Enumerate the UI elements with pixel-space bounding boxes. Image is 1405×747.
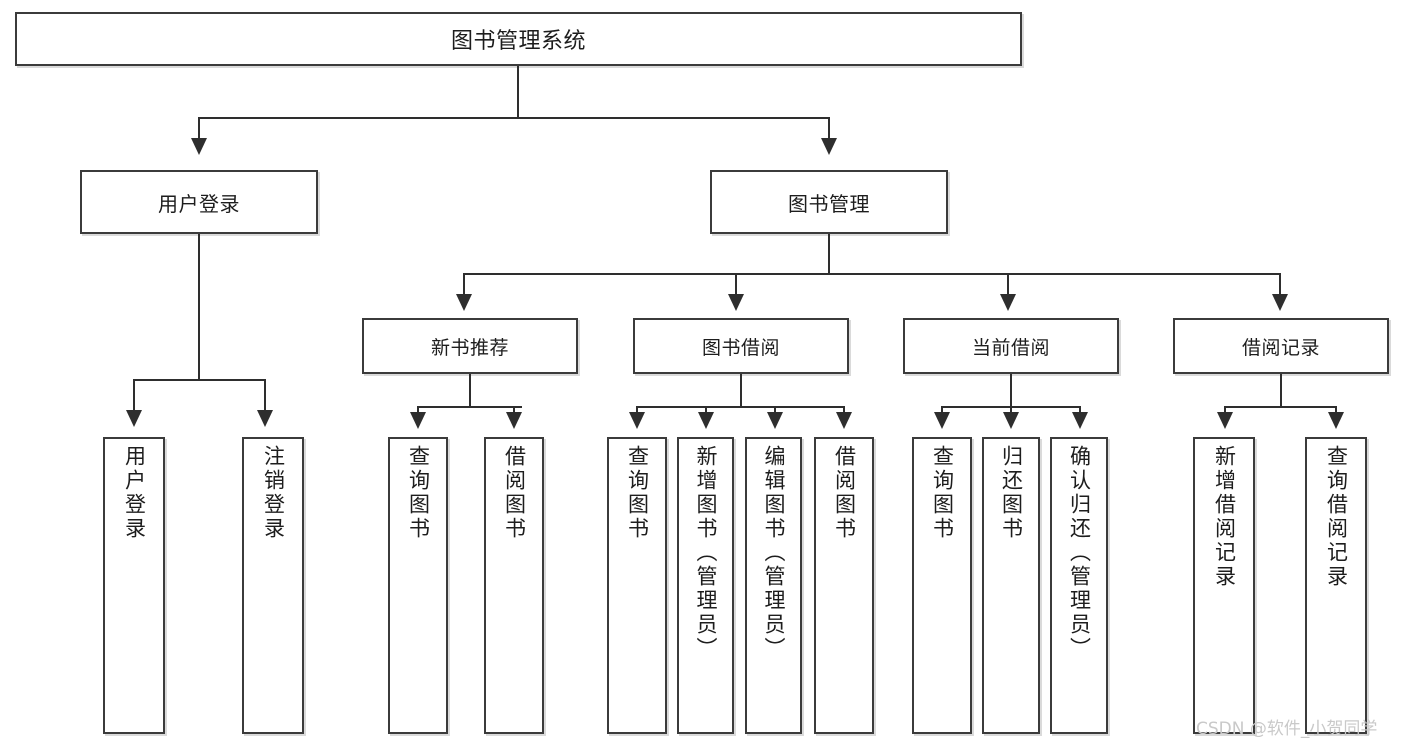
leaf-label: 新增借阅记录 xyxy=(1212,445,1237,589)
arrow-to-user-login xyxy=(191,138,207,155)
leaf-label: 用户登录 xyxy=(122,445,147,541)
node-label: 图书借阅 xyxy=(701,336,780,359)
node-root-book-management-system[interactable]: 图书管理系统 xyxy=(15,12,1022,66)
node-book-borrow[interactable]: 图书借阅 xyxy=(633,318,849,374)
node-current-borrow[interactable]: 当前借阅 xyxy=(903,318,1119,374)
connector-book-manage-stem xyxy=(828,234,830,274)
connector-new-book-bus xyxy=(417,406,522,408)
connector-current-borrow-stem xyxy=(1010,374,1012,407)
arrow-to-leaf-query-book-2 xyxy=(629,412,645,429)
connector-book-manage-drop-2 xyxy=(735,273,737,297)
leaf-label: 查询图书 xyxy=(930,445,955,541)
node-new-book-recommend[interactable]: 新书推荐 xyxy=(362,318,578,374)
leaf-label: 查询图书 xyxy=(406,445,431,541)
node-book-manage[interactable]: 图书管理 xyxy=(710,170,948,234)
connector-book-borrow-bus xyxy=(636,406,845,408)
leaf-query-book-current[interactable]: 查询图书 xyxy=(912,437,972,734)
leaf-borrow-book-borrow[interactable]: 借阅图书 xyxy=(814,437,874,734)
connector-book-borrow-stem xyxy=(740,374,742,407)
arrow-to-leaf-borrow-book-1 xyxy=(506,412,522,429)
leaf-edit-book-admin[interactable]: 编辑图书（管理员） xyxy=(745,437,802,734)
arrow-to-book-manage xyxy=(821,138,837,155)
connector-root-bus xyxy=(198,117,830,119)
leaf-label: 查询借阅记录 xyxy=(1324,445,1349,589)
connector-borrow-record-bus xyxy=(1224,406,1337,408)
arrow-to-leaf-return-book xyxy=(1003,412,1019,429)
leaf-label: 注销登录 xyxy=(261,445,286,541)
arrow-to-book-borrow xyxy=(728,294,744,311)
connector-root-stem xyxy=(517,66,519,118)
connector-book-manage-drop-1 xyxy=(463,273,465,297)
node-user-login[interactable]: 用户登录 xyxy=(80,170,318,234)
leaf-add-book-admin[interactable]: 新增图书（管理员） xyxy=(677,437,734,734)
connector-user-login-stem xyxy=(198,234,200,380)
csdn-watermark: CSDN @软件_小贺同学 xyxy=(1196,719,1378,739)
arrow-to-leaf-edit-book xyxy=(767,412,783,429)
leaf-query-borrow-record[interactable]: 查询借阅记录 xyxy=(1305,437,1367,734)
arrow-to-leaf-add-book xyxy=(698,412,714,429)
leaf-query-book-new-recommend[interactable]: 查询图书 xyxy=(388,437,448,734)
arrow-to-leaf-confirm-return xyxy=(1072,412,1088,429)
leaf-query-book-borrow[interactable]: 查询图书 xyxy=(607,437,667,734)
connector-book-manage-bus xyxy=(463,273,1280,275)
arrow-to-new-book-recommend xyxy=(456,294,472,311)
arrow-to-leaf-logout-login xyxy=(257,410,273,427)
connector-book-manage-drop-4 xyxy=(1279,273,1281,297)
leaf-label: 编辑图书（管理员） xyxy=(762,445,786,661)
node-label: 用户登录 xyxy=(158,191,240,216)
leaf-logout-login[interactable]: 注销登录 xyxy=(242,437,304,734)
leaf-label: 归还图书 xyxy=(999,445,1024,541)
node-label: 图书管理 xyxy=(788,191,870,216)
node-label: 借阅记录 xyxy=(1241,336,1320,359)
leaf-label: 借阅图书 xyxy=(502,445,527,541)
connector-user-login-drop-1 xyxy=(133,379,135,412)
leaf-label: 新增图书（管理员） xyxy=(694,445,718,661)
connector-new-book-stem xyxy=(469,374,471,407)
connector-root-drop-user-login xyxy=(198,117,200,141)
node-label: 图书管理系统 xyxy=(450,29,586,54)
arrow-to-leaf-borrow-book-2 xyxy=(836,412,852,429)
connector-user-login-drop-2 xyxy=(264,379,266,412)
leaf-user-login[interactable]: 用户登录 xyxy=(103,437,165,734)
node-label: 新书推荐 xyxy=(430,336,509,359)
arrow-to-leaf-add-record xyxy=(1217,412,1233,429)
arrow-to-current-borrow xyxy=(1000,294,1016,311)
arrow-to-leaf-query-book-1 xyxy=(410,412,426,429)
leaf-label: 确认归还（管理员） xyxy=(1067,445,1092,661)
leaf-return-book[interactable]: 归还图书 xyxy=(982,437,1040,734)
node-label: 当前借阅 xyxy=(971,336,1050,359)
connector-book-manage-drop-3 xyxy=(1007,273,1009,297)
leaf-add-borrow-record[interactable]: 新增借阅记录 xyxy=(1193,437,1255,734)
leaf-confirm-return-admin[interactable]: 确认归还（管理员） xyxy=(1050,437,1108,734)
arrow-to-borrow-record xyxy=(1272,294,1288,311)
connector-root-drop-book-manage xyxy=(828,117,830,141)
leaf-label: 借阅图书 xyxy=(832,445,857,541)
leaf-label: 查询图书 xyxy=(625,445,650,541)
connector-borrow-record-stem xyxy=(1280,374,1282,407)
arrow-to-leaf-query-book-3 xyxy=(934,412,950,429)
arrow-to-leaf-user-login xyxy=(126,410,142,427)
arrow-to-leaf-query-record xyxy=(1328,412,1344,429)
leaf-borrow-book-new-recommend[interactable]: 借阅图书 xyxy=(484,437,544,734)
connector-user-login-bus xyxy=(133,379,265,381)
node-borrow-record[interactable]: 借阅记录 xyxy=(1173,318,1389,374)
